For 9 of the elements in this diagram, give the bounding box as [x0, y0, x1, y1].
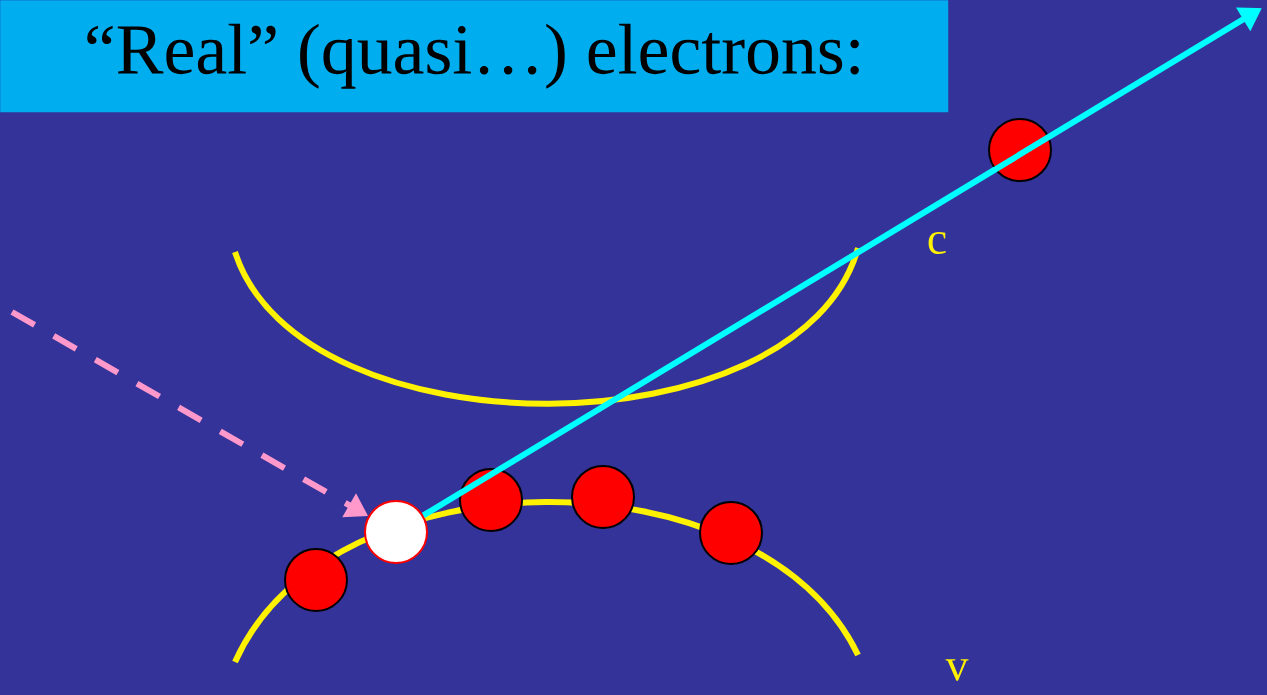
electron-circle — [459, 468, 523, 532]
electron-circle — [699, 501, 763, 565]
electron-circle — [571, 465, 635, 529]
electron-circle — [988, 118, 1052, 182]
hole-circle — [364, 500, 428, 564]
band-label: v — [945, 659, 969, 681]
electron-circle — [284, 548, 348, 612]
band-label: c — [928, 232, 946, 254]
title-banner: “Real” (quasi…) electrons: — [0, 0, 949, 113]
